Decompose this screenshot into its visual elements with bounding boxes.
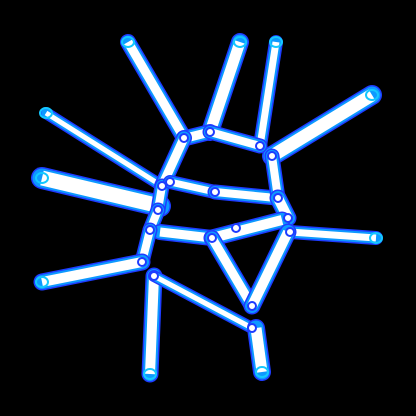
rod-joint-2: [205, 127, 215, 137]
rod-fill: [268, 89, 376, 162]
rod-joint-8: [273, 193, 283, 203]
rod-fill: [256, 41, 280, 147]
rod-22: [243, 223, 297, 315]
rod-end-cap-5: [39, 107, 53, 119]
rod-24: [148, 270, 258, 334]
rod-8: [202, 124, 268, 154]
rod-end-cap-7: [35, 276, 49, 288]
rod-end-cap-4: [365, 89, 379, 101]
rod-joint-5: [157, 181, 167, 191]
rod-18: [283, 225, 383, 245]
rod-4: [262, 85, 382, 166]
rod-joint-17: [247, 301, 257, 311]
rod-16: [152, 224, 220, 246]
rod-fill: [210, 215, 284, 243]
rod-joint-7: [210, 187, 220, 197]
rod-6: [31, 167, 171, 217]
rod-fill: [250, 327, 268, 373]
rod-fill: [204, 40, 246, 134]
rod-joint-12: [207, 233, 217, 243]
rod-end-cap-9: [143, 368, 157, 380]
rod-fill: [124, 39, 188, 141]
rod-joint-18: [247, 323, 257, 333]
rod-3: [253, 35, 283, 153]
rod-fill: [208, 235, 256, 309]
rod-joint-10: [283, 213, 293, 223]
rod-fill: [145, 275, 159, 375]
rod-fill: [40, 170, 162, 214]
rod-5: [40, 107, 168, 192]
rod-end-cap-2: [233, 36, 247, 48]
rod-fill: [159, 227, 213, 243]
rod-23: [141, 267, 163, 383]
rod-joint-11: [285, 227, 295, 237]
rod-joint-3: [255, 141, 265, 151]
rod-fill: [247, 229, 293, 309]
rod-17: [203, 211, 291, 247]
rod-2: [201, 33, 249, 141]
rod-fill: [289, 228, 377, 242]
rod-end-cap-3: [269, 36, 283, 48]
rod-1: [120, 34, 192, 146]
rod-end-cap-8: [369, 232, 383, 244]
rod-fill: [44, 110, 164, 189]
rod-end-cap-10: [255, 366, 269, 378]
rod-joint-1: [179, 133, 189, 143]
rod-12: [207, 184, 284, 206]
rod-21: [204, 230, 260, 314]
rod-joint-6: [165, 177, 175, 187]
rod-end-cap-6: [35, 172, 49, 184]
rod-fill: [169, 178, 216, 196]
rod-joint-14: [145, 225, 155, 235]
rod-joint-9: [153, 205, 163, 215]
rod-joint-16: [149, 271, 159, 281]
rod-joint-4: [267, 151, 277, 161]
rod-joint-13: [231, 223, 241, 233]
rod-25: [247, 319, 271, 381]
rod-joint-15: [137, 257, 147, 267]
rod-11: [163, 175, 222, 199]
rod-20: [33, 253, 151, 291]
rod-fill: [152, 273, 254, 331]
rod-fill: [208, 128, 262, 150]
rod-fill: [41, 257, 143, 287]
rod-end-cap-1: [121, 36, 135, 48]
rod-fill: [214, 188, 277, 202]
